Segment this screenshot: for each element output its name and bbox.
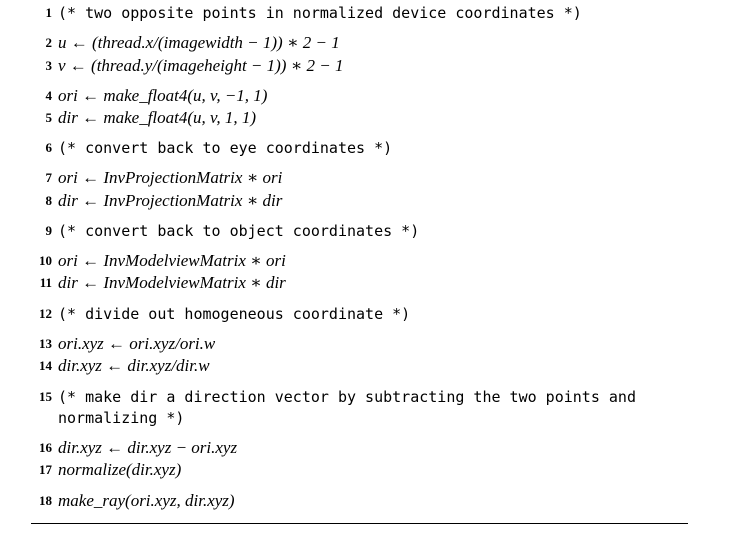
algorithm-line: 11 dir ← InvModelviewMatrix ∗ dir <box>0 273 738 293</box>
algorithm-line: 15 (* make dir a direction vector by sub… <box>0 387 738 407</box>
line-number: 11 <box>39 275 52 290</box>
line-number: 10 <box>39 253 52 268</box>
algorithm-line: 14 dir.xyz ← dir.xyz/dir.w <box>0 356 738 376</box>
bottom-rule <box>31 523 688 524</box>
algorithm-line: 5 dir ← make_float4(u, v, 1, 1) <box>0 108 738 128</box>
line-number: 2 <box>45 35 53 50</box>
line-statement: dir ← make_float4(u, v, 1, 1) <box>58 108 256 127</box>
algorithm-line: 3 v ← (thread.y/(imageheight − 1)) ∗ 2 −… <box>0 56 738 76</box>
line-comment: (* divide out homogeneous coordinate *) <box>58 305 411 323</box>
line-statement: ori.xyz ← ori.xyz/ori.w <box>58 334 216 353</box>
line-statement: v ← (thread.y/(imageheight − 1)) ∗ 2 − 1 <box>58 56 344 75</box>
line-statement: dir ← InvProjectionMatrix ∗ dir <box>58 191 283 210</box>
line-number: 18 <box>39 493 52 508</box>
algorithm-line: 1 (* two opposite points in normalized d… <box>0 3 738 23</box>
line-number: 8 <box>45 193 53 208</box>
line-statement: ori ← make_float4(u, v, −1, 1) <box>58 86 268 105</box>
algorithm-line: 10 ori ← InvModelviewMatrix ∗ ori <box>0 251 738 271</box>
algorithm-line-continuation: normalizing *) <box>0 408 738 428</box>
line-number: 3 <box>45 58 53 73</box>
line-number: 9 <box>45 223 53 238</box>
line-number: 17 <box>39 462 52 477</box>
algorithm-line: 6 (* convert back to eye coordinates *) <box>0 138 738 158</box>
line-number: 13 <box>39 336 52 351</box>
line-number: 12 <box>39 306 52 321</box>
line-number: 14 <box>39 358 52 373</box>
line-comment: (* convert back to object coordinates *) <box>58 222 420 240</box>
line-number: 16 <box>39 440 52 455</box>
line-statement: normalize(dir.xyz) <box>58 460 182 479</box>
line-statement: make_ray(ori.xyz, dir.xyz) <box>58 491 235 510</box>
algorithm-line: 7 ori ← InvProjectionMatrix ∗ ori <box>0 168 738 188</box>
line-comment-continuation: normalizing *) <box>58 409 185 427</box>
line-statement: ori ← InvModelviewMatrix ∗ ori <box>58 251 286 270</box>
algorithm-line: 17 normalize(dir.xyz) <box>0 460 738 480</box>
line-number: 4 <box>45 88 53 103</box>
line-number: 7 <box>45 170 53 185</box>
line-comment: (* two opposite points in normalized dev… <box>58 4 582 22</box>
algorithm-line: 2 u ← (thread.x/(imagewidth − 1)) ∗ 2 − … <box>0 33 738 53</box>
line-comment: (* make dir a direction vector by subtra… <box>58 388 636 406</box>
algorithm-line: 4 ori ← make_float4(u, v, −1, 1) <box>0 86 738 106</box>
line-statement: u ← (thread.x/(imagewidth − 1)) ∗ 2 − 1 <box>58 33 340 52</box>
line-number: 6 <box>45 140 53 155</box>
line-statement: dir ← InvModelviewMatrix ∗ dir <box>58 273 286 292</box>
algorithm-line: 16 dir.xyz ← dir.xyz − ori.xyz <box>0 438 738 458</box>
line-number: 5 <box>45 110 53 125</box>
line-comment: (* convert back to eye coordinates *) <box>58 139 393 157</box>
algorithm-line: 8 dir ← InvProjectionMatrix ∗ dir <box>0 191 738 211</box>
algorithm-line: 13 ori.xyz ← ori.xyz/ori.w <box>0 334 738 354</box>
line-statement: dir.xyz ← dir.xyz − ori.xyz <box>58 438 238 457</box>
line-statement: dir.xyz ← dir.xyz/dir.w <box>58 356 210 375</box>
line-number: 15 <box>39 389 52 404</box>
algorithm-line: 18 make_ray(ori.xyz, dir.xyz) <box>0 491 738 511</box>
algorithm-line: 9 (* convert back to object coordinates … <box>0 221 738 241</box>
algorithm-line: 12 (* divide out homogeneous coordinate … <box>0 304 738 324</box>
line-number: 1 <box>45 5 53 20</box>
line-statement: ori ← InvProjectionMatrix ∗ ori <box>58 168 283 187</box>
